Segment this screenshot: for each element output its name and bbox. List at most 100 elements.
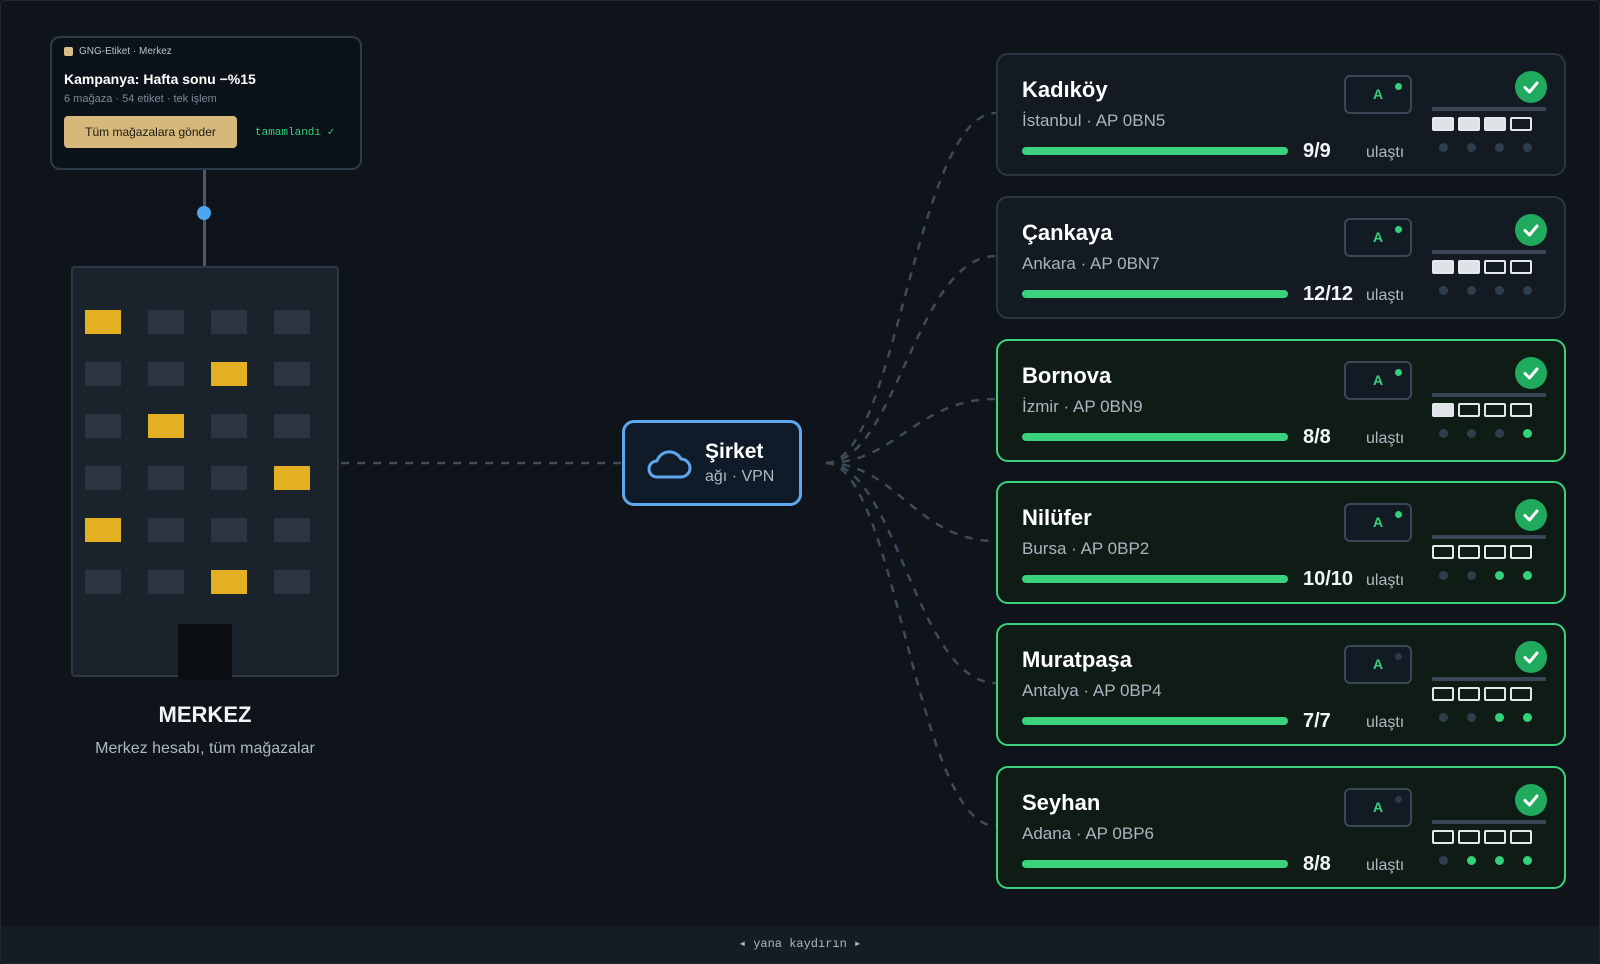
building-window	[274, 466, 310, 490]
port-icon	[1510, 403, 1532, 417]
store-reached-label: ulaştı	[1366, 144, 1405, 161]
port-led	[1495, 856, 1504, 865]
network-link	[825, 461, 997, 685]
port-led	[1439, 286, 1448, 295]
check-icon	[1515, 214, 1547, 246]
network-sub: ağı · VPN	[705, 468, 775, 485]
store-location: Ankara · AP 0BN7	[1022, 254, 1160, 273]
hq-description: Merkez hesabı, tüm mağazalar	[95, 740, 315, 757]
status-led	[1395, 653, 1402, 660]
building-window	[85, 414, 121, 438]
port-leds	[1439, 713, 1532, 722]
badge-label: A	[1372, 656, 1384, 672]
access-point-badge[interactable]: A	[1344, 75, 1412, 114]
access-point-badge[interactable]: A	[1344, 218, 1412, 257]
port-icon	[1432, 545, 1454, 559]
port-led	[1523, 571, 1532, 580]
building-window	[148, 362, 184, 386]
check-icon	[1515, 71, 1547, 103]
hq-connector-dot	[197, 206, 211, 220]
port-icon	[1458, 545, 1480, 559]
port-led	[1495, 713, 1504, 722]
badge-label: A	[1372, 799, 1384, 815]
port-icon	[1484, 830, 1506, 844]
store-card[interactable]: Nilüfer Bursa · AP 0BP2 10/10 ulaştı A	[996, 481, 1566, 604]
store-progress-bar	[1022, 575, 1288, 583]
building-window	[85, 310, 121, 334]
access-point-badge[interactable]: A	[1344, 503, 1412, 542]
building-window	[211, 310, 247, 334]
port-leds	[1439, 143, 1532, 152]
store-card[interactable]: Muratpaşa Antalya · AP 0BP4 7/7 ulaştı A	[996, 623, 1566, 746]
switch-ports	[1432, 260, 1532, 274]
building-window	[274, 362, 310, 386]
store-card[interactable]: Kadıköy İstanbul · AP 0BN5 9/9 ulaştı A	[996, 53, 1566, 176]
port-leds	[1439, 286, 1532, 295]
port-icon	[1458, 117, 1480, 131]
switch-ports	[1432, 403, 1532, 417]
badge-label: A	[1372, 86, 1384, 102]
building-window	[274, 570, 310, 594]
store-progress-bar	[1022, 860, 1288, 868]
store-progress-bar	[1022, 290, 1288, 298]
campaign-meta: 6 mağaza · 54 etiket · tek işlem	[64, 93, 217, 105]
network-name: Şirket	[705, 440, 764, 463]
network-link	[825, 111, 997, 465]
port-led	[1467, 286, 1476, 295]
port-led	[1439, 143, 1448, 152]
port-led	[1467, 429, 1476, 438]
port-icon	[1432, 260, 1454, 274]
port-icon	[1458, 687, 1480, 701]
check-icon	[1515, 357, 1547, 389]
switch-rack	[1432, 393, 1546, 397]
port-led	[1439, 856, 1448, 865]
port-icon	[1510, 830, 1532, 844]
switch-rack	[1432, 107, 1546, 111]
status-led	[1395, 226, 1402, 233]
port-led	[1495, 429, 1504, 438]
store-reached-label: ulaştı	[1366, 430, 1405, 447]
switch-ports	[1432, 830, 1532, 844]
port-leds	[1439, 571, 1532, 580]
store-card[interactable]: Çankaya Ankara · AP 0BN7 12/12 ulaştı A	[996, 196, 1566, 319]
badge-label: A	[1372, 372, 1384, 388]
access-point-badge[interactable]: A	[1344, 788, 1412, 827]
send-all-stores-button[interactable]: Tüm mağazalara gönder	[64, 116, 237, 148]
store-count: 12/12	[1303, 283, 1354, 305]
hq-building[interactable]	[71, 266, 339, 679]
switch-rack	[1432, 250, 1546, 254]
port-led	[1467, 571, 1476, 580]
tag-icon	[64, 46, 73, 56]
store-location: Antalya · AP 0BP4	[1022, 681, 1162, 700]
status-led	[1395, 83, 1402, 90]
building-window	[274, 310, 310, 334]
port-leds	[1439, 429, 1532, 438]
access-point-badge[interactable]: A	[1344, 361, 1412, 400]
campaign-header-label: GNG-Etiket · Merkez	[79, 45, 172, 57]
port-led	[1523, 713, 1532, 722]
store-location: Adana · AP 0BP6	[1022, 824, 1155, 843]
store-name: Nilüfer	[1022, 505, 1092, 530]
building-window	[85, 518, 121, 542]
store-card[interactable]: Seyhan Adana · AP 0BP6 8/8 ulaştı A	[996, 766, 1566, 889]
access-point-badge[interactable]: A	[1344, 645, 1412, 684]
switch-ports	[1432, 117, 1532, 131]
port-icon	[1510, 545, 1532, 559]
building-window	[148, 310, 184, 334]
port-icon	[1510, 260, 1532, 274]
building-window	[211, 414, 247, 438]
scroll-hint: ◂ yana kaydırın ▸	[1, 926, 1599, 963]
store-card[interactable]: Bornova İzmir · AP 0BN9 8/8 ulaştı A	[996, 339, 1566, 462]
store-name: Seyhan	[1022, 790, 1101, 815]
port-icon	[1432, 117, 1454, 131]
hq-name: MERKEZ	[158, 702, 252, 727]
network-link	[825, 461, 997, 543]
store-reached-label: ulaştı	[1366, 857, 1405, 874]
status-led	[1395, 511, 1402, 518]
building-window	[211, 570, 247, 594]
company-network-node[interactable]: Şirket ağı · VPN	[622, 420, 802, 506]
store-reached-label: ulaştı	[1366, 287, 1405, 304]
building-window	[211, 518, 247, 542]
port-icon	[1484, 260, 1506, 274]
